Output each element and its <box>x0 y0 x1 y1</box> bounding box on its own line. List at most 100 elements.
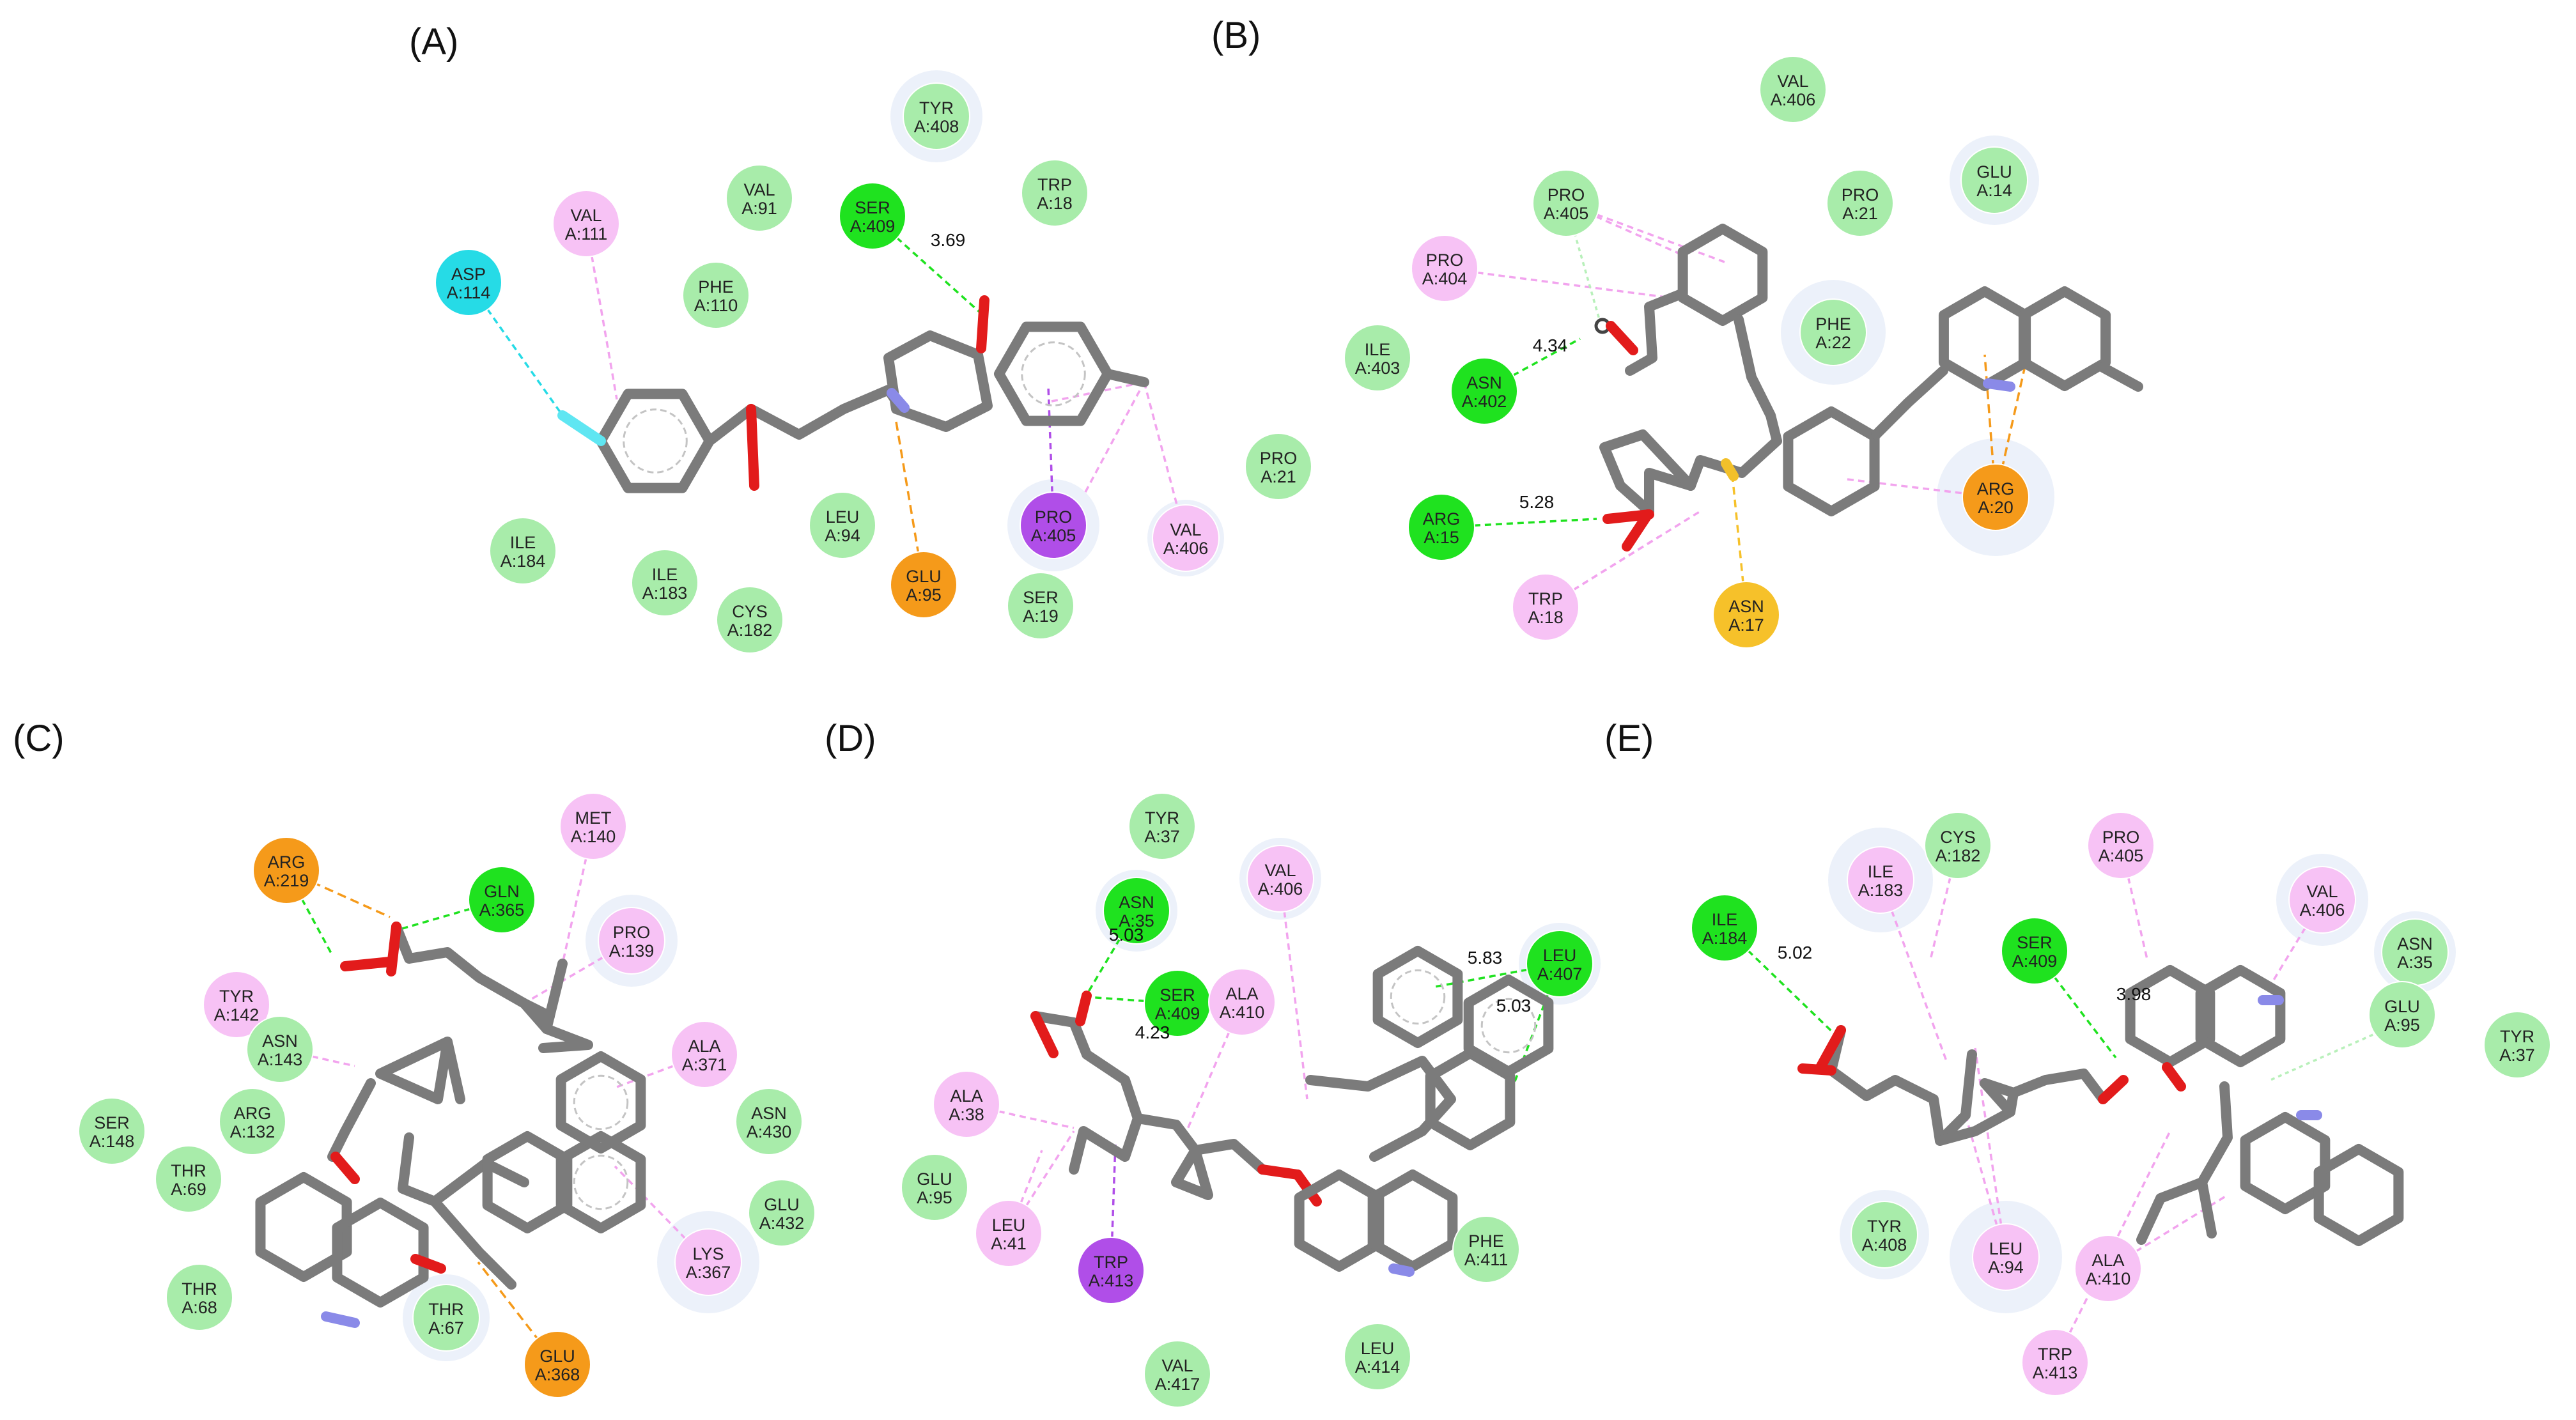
interaction-hbond-line <box>1484 337 1581 392</box>
hydroxyl-bond <box>976 295 989 353</box>
sulfur-bond <box>1721 458 1739 481</box>
pyridine-n-bond <box>321 1311 360 1328</box>
residue-id: A:41 <box>991 1234 1027 1253</box>
residue-name: ILE <box>1365 340 1391 359</box>
residue-circle <box>890 551 958 619</box>
residue-circle <box>412 1284 480 1352</box>
residue-id: A:69 <box>171 1180 206 1199</box>
residue-name: LEU <box>1361 1339 1395 1358</box>
hydroxyl-bond <box>1606 321 1638 355</box>
residue-name: PRO <box>1035 507 1073 527</box>
chain-bond <box>1826 1025 1977 1146</box>
residue-name: VAL <box>2306 882 2338 901</box>
residue-circle <box>598 907 665 975</box>
carbonyl-bond <box>340 957 395 971</box>
interaction-alkyl-line <box>1444 267 1691 302</box>
residue-circle <box>1532 169 1600 237</box>
residue-circle <box>735 1088 803 1155</box>
aromatic-ring-marker <box>1480 998 1537 1054</box>
residue-id: A:21 <box>1261 467 1296 486</box>
residue-id: A:94 <box>825 526 860 545</box>
residue-id: A:367 <box>686 1263 731 1282</box>
residue-id: A:21 <box>1842 204 1878 223</box>
residue-id: A:430 <box>747 1122 792 1141</box>
residue-name: ASN <box>751 1104 787 1123</box>
residue-id: A:417 <box>1155 1375 1200 1394</box>
residue-id: A:409 <box>850 217 896 236</box>
residue-name: ARG <box>1977 479 2015 498</box>
residue-id: A:183 <box>1858 881 1904 900</box>
residue-circle <box>809 491 876 559</box>
residue-id: A:219 <box>264 871 309 890</box>
aromatic-ring-marker <box>573 1154 629 1210</box>
residue-circle <box>2087 812 2155 879</box>
residue-name: PHE <box>1468 1231 1504 1251</box>
residue-circle <box>559 792 627 860</box>
residue-id: A:410 <box>1220 1003 1265 1022</box>
carboxyl-bond <box>1030 1011 1059 1058</box>
residue-circle <box>1077 1237 1145 1304</box>
chain-bond <box>1625 289 1686 376</box>
residue-id: A:408 <box>914 117 959 136</box>
ring-bond <box>255 1172 352 1282</box>
residue-circle <box>716 586 784 654</box>
residue-name: LEU <box>1543 946 1577 965</box>
residue-name: TYR <box>1867 1217 1902 1236</box>
residue-name: GLU <box>906 567 942 586</box>
residue-circle <box>78 1097 146 1165</box>
quinoline-n-bond <box>1388 1263 1415 1277</box>
residue-name: SER <box>94 1113 130 1132</box>
interaction-salt-line <box>1983 354 1997 498</box>
residue-id: A:38 <box>949 1105 984 1124</box>
residue-circle <box>1245 433 1312 500</box>
residue-id: A:139 <box>609 941 655 961</box>
residue-name: ASN <box>262 1031 298 1051</box>
interaction-vdw-line <box>1565 203 1602 327</box>
residue-circle <box>552 190 620 258</box>
residue-name: PRO <box>1842 185 1879 205</box>
residue-name: SER <box>2017 933 2052 952</box>
residue-circle <box>2074 1235 2142 1302</box>
chain-bond <box>1133 1113 1213 1200</box>
residue-circle <box>1007 572 1075 640</box>
residue-id: A:67 <box>428 1318 464 1338</box>
ring-bond <box>1367 1169 1458 1272</box>
residue-circle <box>1344 324 1411 392</box>
residue-name: CYS <box>1940 828 1976 847</box>
residue-name: ASN <box>1466 373 1502 392</box>
carboxyl-bond <box>1797 1063 1836 1076</box>
chain-bond <box>375 1037 465 1104</box>
residue-name: LEU <box>992 1215 1026 1235</box>
residue-id: A:20 <box>1978 498 2013 517</box>
residue-circle <box>468 866 536 934</box>
residue-id: A:371 <box>682 1055 727 1074</box>
residue-circle <box>748 1179 816 1247</box>
interaction-alkyl-line <box>2120 845 2149 962</box>
residue-circle <box>1452 1215 1520 1283</box>
chain-bond <box>2008 1069 2108 1104</box>
residue-name: TYR <box>2500 1027 2534 1046</box>
residue-id: A:410 <box>2086 1269 2131 1288</box>
residue-circle <box>1826 169 1894 237</box>
carboxyl-bond <box>1815 1025 1846 1072</box>
residue-circle <box>1103 877 1170 945</box>
residue-name: THR <box>428 1300 464 1319</box>
residue-id: A:407 <box>1537 964 1583 984</box>
ring-bond <box>555 1131 646 1233</box>
